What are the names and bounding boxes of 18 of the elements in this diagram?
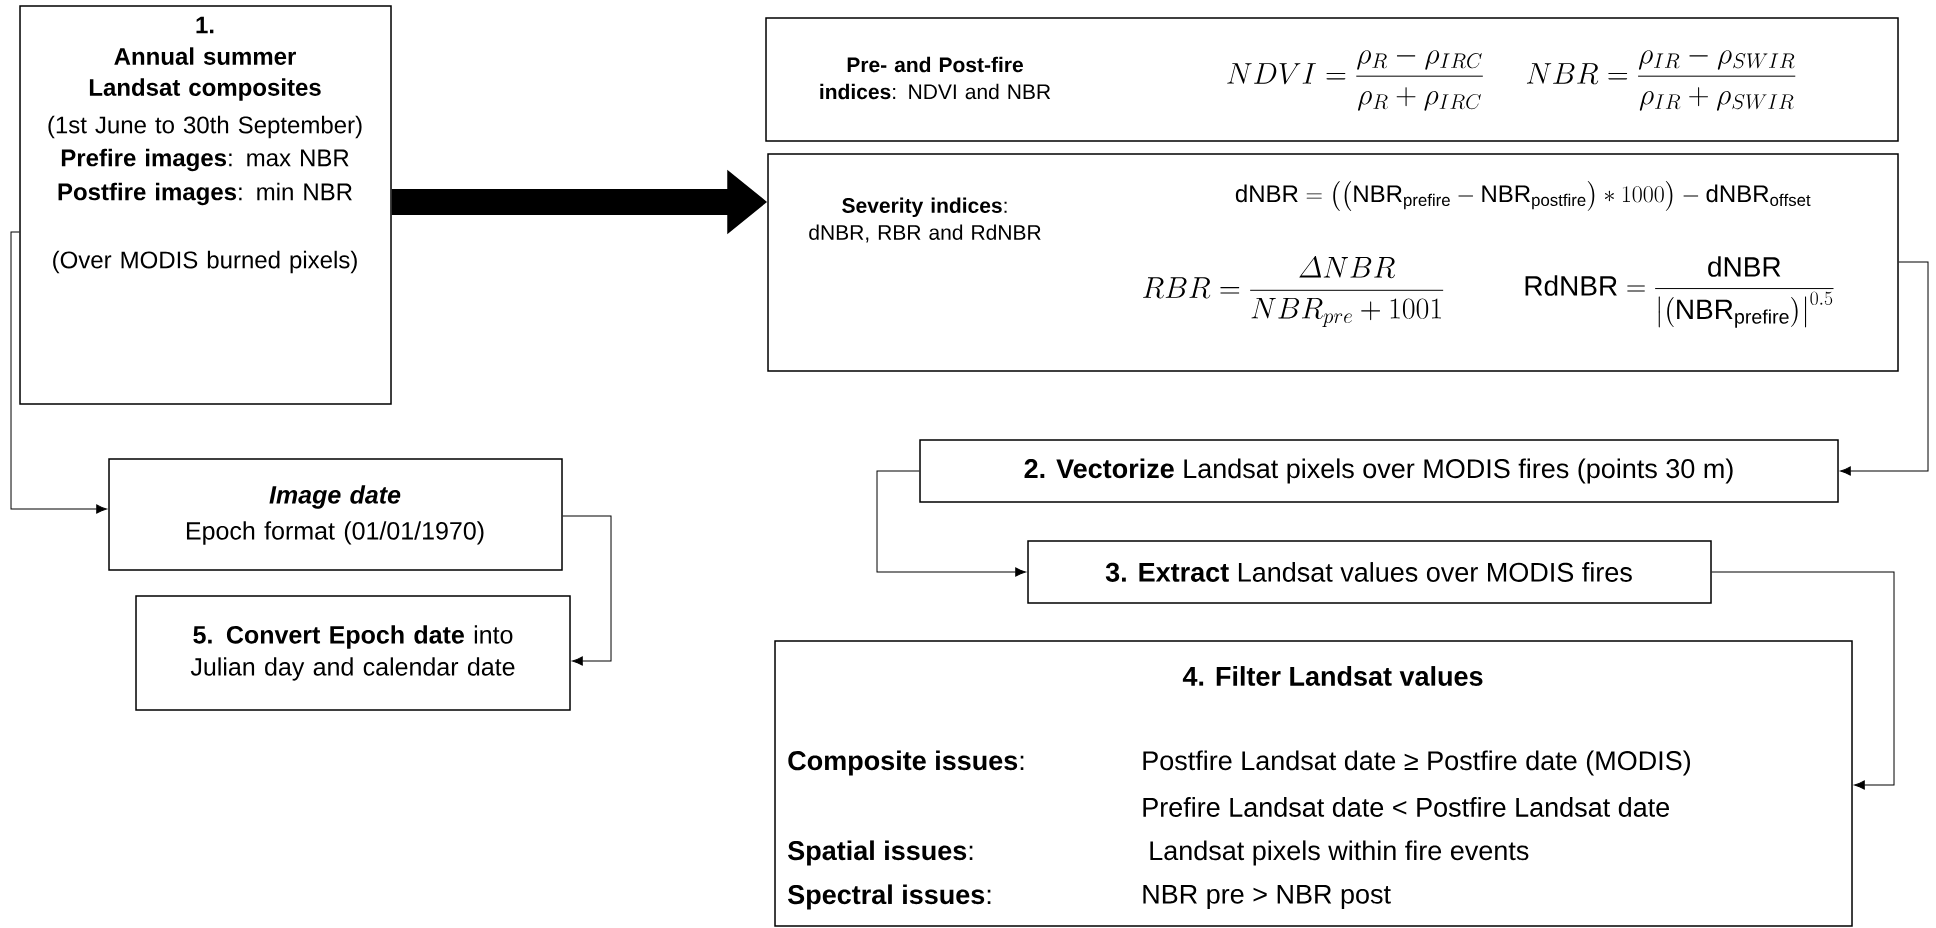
formula: $NBR=\frac{\rho_{IR}-\rho_{SWIR}}{\rho_{IR}+\rho_{SWIR}}$ — [1526, 50, 1796, 111]
process-box: 5. Convert Epoch date into Julian day and calendar date — [135, 595, 571, 711]
formula: $\mathrm{dNBR}=\left(\left(\mathrm{NBR}_{\mathrm{prefire}}-\mathrm{NBR}_{\mathrm{postfire}}\right)*1000\right)-\mathrm{dNBR}_{\mathrm{offset}}$ — [1235, 181, 1811, 211]
process-box: 2. Vectorize Landsat pixels over MODIS fires (points 30 m) — [919, 439, 1839, 503]
process-box: 1. Annual summer Landsat composites (1st June to 30th September) Prefire images: max NBR Postfire images: min NBR (Over MODIS burned pixels) — [19, 5, 392, 405]
process-box: Pre- and Post-fire indices: NDVI and NBR $NDVI=\frac{\rho_R-\rho_{IRC}}{\rho_R+\rho_{IRC}}$ $NBR=\frac{\rho_{IR}-\rho_{SWIR}}{\rho_{IR}+\rho_{SWIR}}$ — [765, 17, 1899, 142]
formula: $RBR=\frac{\varDelta NBR}{NBR_{pre}+1001}$ — [1143, 256, 1444, 327]
process-box: Image date Epoch format (01/01/1970) — [108, 458, 563, 571]
formula: $\mathrm{RdNBR}=\frac{\mathrm{dNBR}}{\left|\left(\mathrm{NBR}_{\mathrm{prefire}}\right)\right|^{0.5}}$ — [1525, 256, 1834, 328]
arrow — [562, 515, 612, 666]
formula: $NDVI=\frac{\rho_R-\rho_{IRC}}{\rho_R+\rho_{IRC}}$ — [1227, 50, 1483, 111]
arrow — [876, 470, 1026, 577]
arrow — [1840, 261, 1929, 476]
process-box: 4. Filter Landsat values Composite issues: Postfire Landsat date ≥ Postfire date (MODIS) Prefire Landsat date < Postfire Landsat date Spatial issues: Landsat pixels within fire events Spectral issues: NBR pre > NBR post — [774, 640, 1853, 927]
arrow — [10, 231, 107, 514]
arrow — [1711, 571, 1895, 790]
process-box: Severity indices: dNBR, RBR and RdNBR $\mathrm{dNBR}=\left(\left(\mathrm{NBR}_{\mathrm{prefire}}-\mathrm{NBR}_{\mathrm{postfire}}\right)*1000\right)-\mathrm{dNBR}_{\mathrm{offset}}$ $RBR=\frac{\varDelta NBR}{NBR_{pre}+1001}$ $\mathrm{RdNBR}=\frac{\mathrm{dNBR}}{\left|\left(\mathrm{NBR}_{\mathrm{prefire}}\right)\right|^{0.5}}$ — [767, 153, 1899, 372]
process-box: 3. Extract Landsat values over MODIS fires — [1027, 540, 1712, 604]
